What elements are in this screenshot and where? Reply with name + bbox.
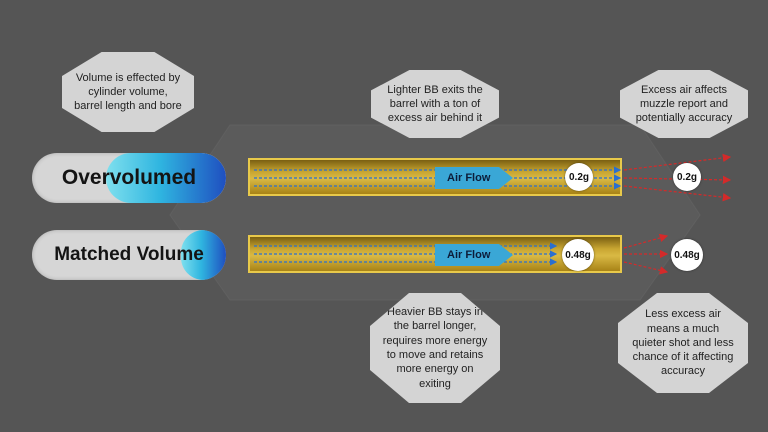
- air-flow-arrow-overvolumed: Air Flow: [435, 167, 513, 189]
- matched-volume-label: Matched Volume: [32, 230, 226, 280]
- excess-air-arrow: [623, 185, 732, 202]
- callout-heavier-bb: Heavier BB stays in the barrel longer, r…: [370, 293, 500, 403]
- overvolumed-title: Overvolumed: [61, 166, 197, 189]
- bb-matched-exited: 0.48g: [671, 239, 703, 271]
- callout-volume: Volume is effected by cylinder volume, b…: [62, 52, 194, 132]
- excess-air-arrow: [623, 261, 669, 275]
- bb-matched-in-barrel: 0.48g: [562, 239, 594, 271]
- bb-overvolumed-exited: 0.2g: [673, 163, 701, 191]
- callout-less-excess-air: Less excess air means a much quieter sho…: [618, 293, 748, 393]
- bb-overvolumed-in-barrel: 0.2g: [565, 163, 593, 191]
- callout-lighter-bb: Lighter BB exits the barrel with a ton o…: [371, 70, 499, 138]
- overvolumed-label: Overvolumed: [32, 153, 226, 203]
- excess-air-arrow: [623, 175, 732, 185]
- matched-volume-title: Matched Volume: [54, 244, 204, 265]
- excess-air-arrow: [623, 233, 669, 249]
- excess-air-arrow: [623, 153, 732, 171]
- callout-excess-air: Excess air affects muzzle report and pot…: [620, 70, 748, 138]
- air-flow-arrow-matched: Air Flow: [435, 244, 513, 266]
